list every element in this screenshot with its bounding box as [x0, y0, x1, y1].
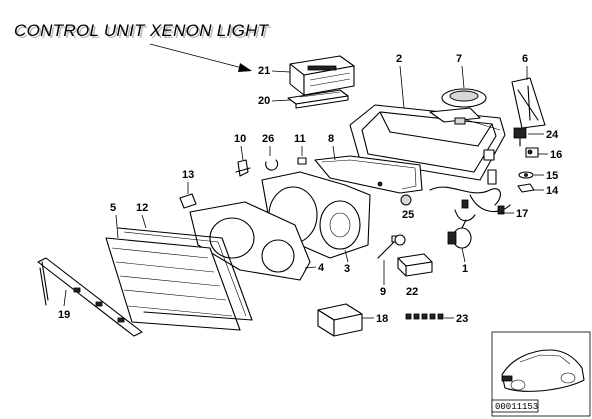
part-17-wiring-harness[interactable]: [429, 169, 511, 222]
label-1: 1: [462, 263, 468, 275]
part-24-connector[interactable]: [513, 127, 527, 147]
label-18: 18: [376, 313, 388, 325]
title-arrow: [149, 43, 252, 72]
part-5-lens[interactable]: [105, 237, 241, 331]
label-21: 21: [258, 65, 270, 77]
part-11-clip[interactable]: [297, 157, 307, 165]
part-14-nut[interactable]: [517, 183, 535, 193]
part-15-washer[interactable]: [518, 171, 534, 179]
title-shadow: CONTROL UNIT XENON LIGHT: [16, 23, 272, 42]
label-3: 3: [344, 263, 350, 275]
part-25-grommet[interactable]: [400, 194, 412, 206]
label-26: 26: [262, 133, 274, 145]
part-22-igniter[interactable]: [394, 234, 433, 277]
label-10: 10: [234, 133, 246, 145]
label-20: 20: [258, 95, 270, 107]
diagram-title: CONTROL UNIT XENON LIGHT CONTROL UNIT XE…: [14, 21, 272, 42]
label-2: 2: [396, 53, 402, 65]
label-16: 16: [550, 149, 562, 161]
part-1-bulb[interactable]: [447, 219, 472, 249]
part-21-control-unit[interactable]: [289, 55, 355, 96]
label-5: 5: [110, 202, 116, 214]
label-24: 24: [546, 129, 559, 141]
part-26-ring[interactable]: [265, 159, 279, 171]
label-22: 22: [406, 286, 418, 298]
part-12-gasket[interactable]: [117, 227, 253, 321]
part-13-connector[interactable]: [179, 193, 197, 209]
label-8: 8: [328, 133, 334, 145]
label-15: 15: [546, 170, 558, 182]
label-9: 9: [380, 286, 386, 298]
label-23: 23: [456, 313, 468, 325]
label-12: 12: [136, 202, 148, 214]
label-17: 17: [516, 208, 528, 220]
doc-code: 00011153: [495, 402, 538, 412]
label-11: 11: [294, 133, 306, 145]
label-25: 25: [402, 209, 414, 221]
label-4: 4: [318, 262, 325, 274]
part-18-box[interactable]: [317, 303, 363, 337]
title-text: CONTROL UNIT XENON LIGHT: [14, 21, 270, 40]
label-14: 14: [546, 185, 559, 197]
part-23-screws[interactable]: [405, 313, 444, 320]
part-16-clip[interactable]: [525, 147, 539, 158]
part-20-bracket[interactable]: [287, 89, 349, 109]
part-6-bracket[interactable]: [511, 77, 546, 129]
label-19: 19: [58, 309, 70, 321]
part-7-cover[interactable]: [441, 88, 487, 108]
part-10-clip[interactable]: [235, 159, 251, 177]
label-7: 7: [456, 53, 462, 65]
label-13: 13: [182, 169, 194, 181]
car-thumbnail: 00011153: [491, 331, 591, 417]
part-8-gasket[interactable]: [314, 155, 423, 194]
part-19-trim[interactable]: [37, 257, 143, 337]
label-6: 6: [522, 53, 528, 65]
